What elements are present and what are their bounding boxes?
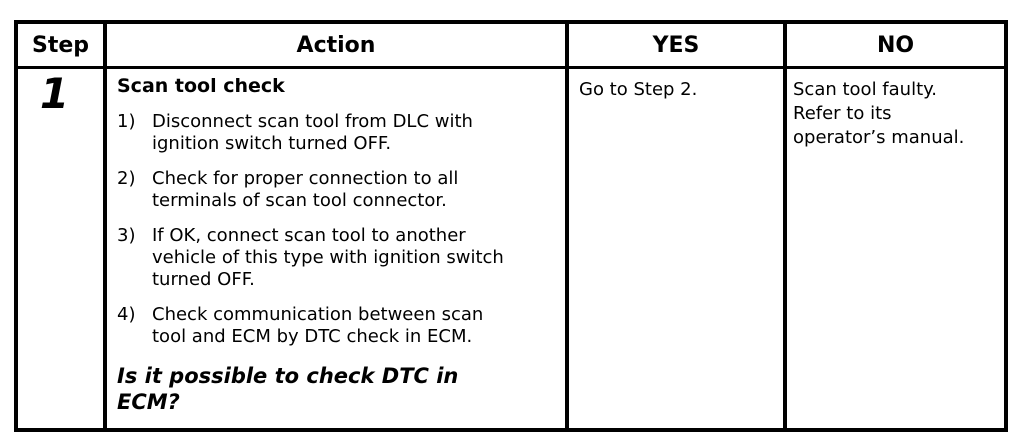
header-action: Action (103, 24, 565, 66)
action-item-2-text: Check for proper connection to all termi… (152, 168, 459, 211)
action-cell: Scan tool check 1) Disconnect scan tool … (103, 66, 565, 428)
action-item-2-number: 2) (117, 168, 136, 189)
yes-cell: Go to Step 2. (565, 66, 783, 428)
step-number: 1 (39, 69, 70, 118)
yes-result-text: Go to Step 2. (579, 79, 698, 100)
action-item-3: 3) If OK, connect scan tool to another v… (117, 225, 559, 291)
action-item-2: 2) Check for proper connection to all te… (117, 168, 559, 212)
action-question: Is it possible to check DTC in ECM? (117, 364, 459, 414)
action-title: Scan tool check (117, 75, 285, 97)
action-item-3-text: If OK, connect scan tool to another vehi… (152, 225, 504, 290)
action-item-1-number: 1) (117, 111, 136, 132)
action-item-1-text: Disconnect scan tool from DLC with ignit… (152, 111, 473, 154)
action-item-3-number: 3) (117, 225, 136, 246)
step-cell: 1 (18, 66, 103, 428)
action-item-4: 4) Check communication between scan tool… (117, 304, 559, 348)
header-step: Step (18, 24, 103, 66)
diagnostic-table: Step Action YES NO 1 Scan tool check 1) … (14, 20, 1008, 432)
action-item-1: 1) Disconnect scan tool from DLC with ig… (117, 111, 559, 155)
no-result-text: Scan tool faulty. Refer to its operator’… (793, 79, 965, 148)
header-yes: YES (565, 24, 783, 66)
header-no: NO (783, 24, 1004, 66)
action-item-4-number: 4) (117, 304, 136, 325)
no-cell: Scan tool faulty. Refer to its operator’… (783, 66, 1004, 428)
action-item-4-text: Check communication between scan tool an… (152, 304, 484, 347)
